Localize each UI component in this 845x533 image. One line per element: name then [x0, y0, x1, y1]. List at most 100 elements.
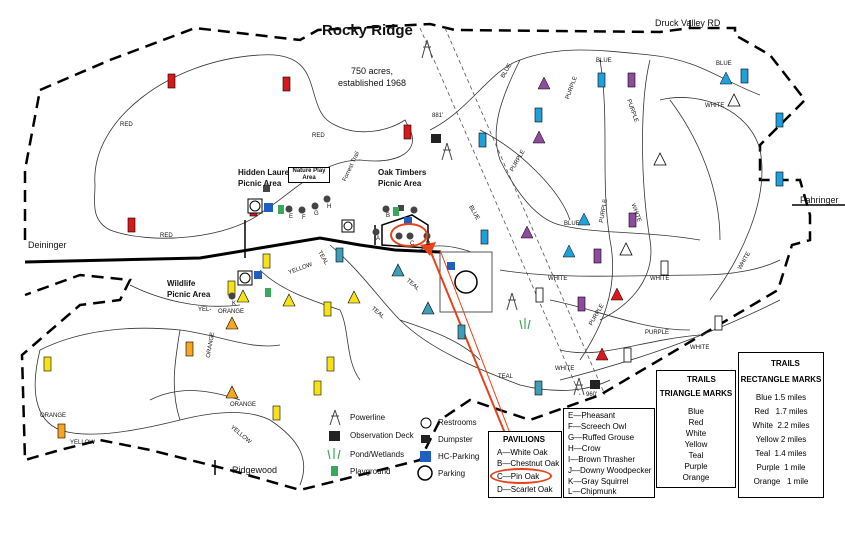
- trail-label-white: WHITE: [548, 276, 568, 282]
- parking-icons: [237, 198, 478, 294]
- pavilion-legend-item: K—Gray Squirrel: [568, 477, 629, 486]
- yellow-rect-marker: [323, 301, 332, 317]
- rectangle-legend-item: Yellow 2 miles: [755, 435, 807, 444]
- pavilion-legend-item: L—Chipmunk: [568, 487, 617, 496]
- tower-icons: [421, 39, 585, 396]
- road-ridgewood: Ridgewood: [232, 465, 278, 475]
- pavilion-legend-item: J—Downy Woodpecker: [568, 466, 652, 475]
- powerline: [419, 27, 606, 396]
- red-rect-marker: [282, 76, 291, 92]
- pavilion-legend-item: F—Screech Owl: [568, 422, 627, 431]
- playground-legend-icon: [331, 466, 338, 476]
- pavilion-legend-item: B—Chestnut Oak: [497, 459, 560, 468]
- blue-triangles: [562, 71, 733, 258]
- trail-label-red: RED: [160, 233, 173, 239]
- yellow-triangle-marker: [347, 290, 361, 304]
- triangle-legend-item: Red: [688, 418, 704, 427]
- red-rect-marker: [403, 124, 412, 140]
- red-rect-marker: [127, 217, 136, 233]
- white-rect-marker: [535, 287, 544, 303]
- trail-label-orange: ORANGE: [40, 413, 67, 419]
- teal-triangle-marker: [421, 301, 435, 315]
- triangle-legend-subheader: TRIANGLE MARKS: [659, 389, 733, 398]
- white-triangle-marker: [727, 93, 741, 107]
- trail-label-teal: TEAL: [498, 374, 514, 380]
- white-rect-marker: [660, 260, 669, 276]
- pavilion-icon: [228, 292, 236, 300]
- playground-icon: [278, 205, 284, 214]
- yellow-triangle-marker: [236, 289, 250, 303]
- pavilion-letter: K: [232, 301, 237, 307]
- pavilion-icon: [372, 228, 380, 236]
- purple-rect-marker: [593, 248, 602, 264]
- main-parking-icon: [454, 270, 478, 294]
- observation-deck-icon: [590, 380, 600, 389]
- elevation-960: 960': [586, 392, 598, 398]
- park-established: established 1968: [337, 78, 407, 88]
- yellow-rect-marker: [272, 405, 281, 421]
- dumpster-icon: [263, 185, 270, 192]
- blue-rect-marker: [478, 132, 487, 148]
- teal-rect-marker: [457, 324, 466, 340]
- restroom-icon: [285, 205, 293, 213]
- orange-triangle-marker: [225, 316, 239, 330]
- blue-triangle-marker: [719, 71, 733, 85]
- blue-rect-marker: [480, 229, 489, 245]
- pavilion-letter: H: [327, 204, 332, 210]
- rectangle-marks-legend: TRAILS RECTANGLE MARKS Blue 1.5 miles Re…: [738, 352, 824, 498]
- purple-triangle-marker: [520, 225, 534, 239]
- white-rect-marker: [714, 315, 723, 331]
- orange-markers: [57, 316, 239, 439]
- playground-icon: [393, 207, 399, 216]
- legend-restrooms-label: Restrooms: [438, 418, 477, 427]
- blue-rect-marker: [775, 171, 784, 187]
- trail-label-white: WHITE: [555, 366, 575, 372]
- hidden-laurel-label: Hidden Laurel Picnic Area: [238, 168, 292, 188]
- orange-rect-marker: [57, 423, 66, 439]
- trail-label-blue: BLUE: [716, 61, 732, 67]
- white-triangle-marker: [619, 242, 633, 256]
- trail-label-white: WHITE: [705, 103, 725, 109]
- oak-timbers-enclosure: [381, 214, 429, 249]
- pavilion-legend-item: G—Ruffed Grouse: [568, 433, 635, 442]
- red-rect-marker: [167, 73, 176, 89]
- road-fahringer: Fahringer: [800, 195, 839, 205]
- red-triangle-marker: [595, 347, 609, 361]
- road-deininger: Deininger: [28, 240, 67, 250]
- rectangle-legend-subheader: RECTANGLE MARKS: [740, 375, 822, 384]
- pond-icon: [519, 318, 531, 330]
- yellow-triangle-marker: [282, 293, 296, 307]
- pavilion-letter: G: [314, 211, 319, 217]
- legend-hc-parking-label: HC-Parking: [438, 452, 480, 461]
- hc-parking-icon: [404, 217, 412, 225]
- triangle-legend-item: Blue: [687, 407, 704, 416]
- legend-icon-column: [327, 409, 433, 481]
- triangle-legend-item: White: [685, 429, 707, 438]
- purple-markers: [577, 72, 637, 312]
- dumpster-legend-icon: [421, 435, 430, 443]
- triangle-legend-item: Orange: [682, 473, 710, 482]
- park-boundary: [20, 22, 812, 492]
- powerline-tower-icon: [441, 142, 453, 161]
- trail-label-blue: BLUE: [564, 221, 580, 227]
- trail-label-red: RED: [312, 133, 325, 139]
- parking-legend-icon: [417, 465, 433, 481]
- yellow-rect-marker: [313, 380, 322, 396]
- triangle-legend-item: Yellow: [684, 440, 708, 449]
- hc-parking-icon: [264, 203, 273, 212]
- legend-playground-label: Playground: [350, 467, 391, 476]
- parking-icon: [249, 200, 261, 212]
- blue-rect-marker: [534, 107, 543, 123]
- pavilions-legend-header: PAVILIONS: [503, 435, 545, 444]
- blue-markers: [478, 68, 784, 245]
- orange-rect-marker: [185, 341, 194, 357]
- playground-icons: [265, 205, 399, 297]
- rectangle-legend-item: Red 1.7 miles: [754, 407, 808, 416]
- legend-observation-deck-label: Observation Deck: [350, 431, 414, 440]
- powerline-tower-icon: [421, 39, 433, 59]
- pavilions-legend: PAVILIONS A—White Oak B—Chestnut Oak C—P…: [488, 431, 562, 498]
- blue-rect-marker: [597, 72, 606, 88]
- pavilion-legend-item: I—Brown Thrasher: [568, 455, 635, 464]
- white-triangle-marker: [653, 152, 667, 166]
- wildlife-label: Wildlife Picnic Area: [167, 279, 211, 299]
